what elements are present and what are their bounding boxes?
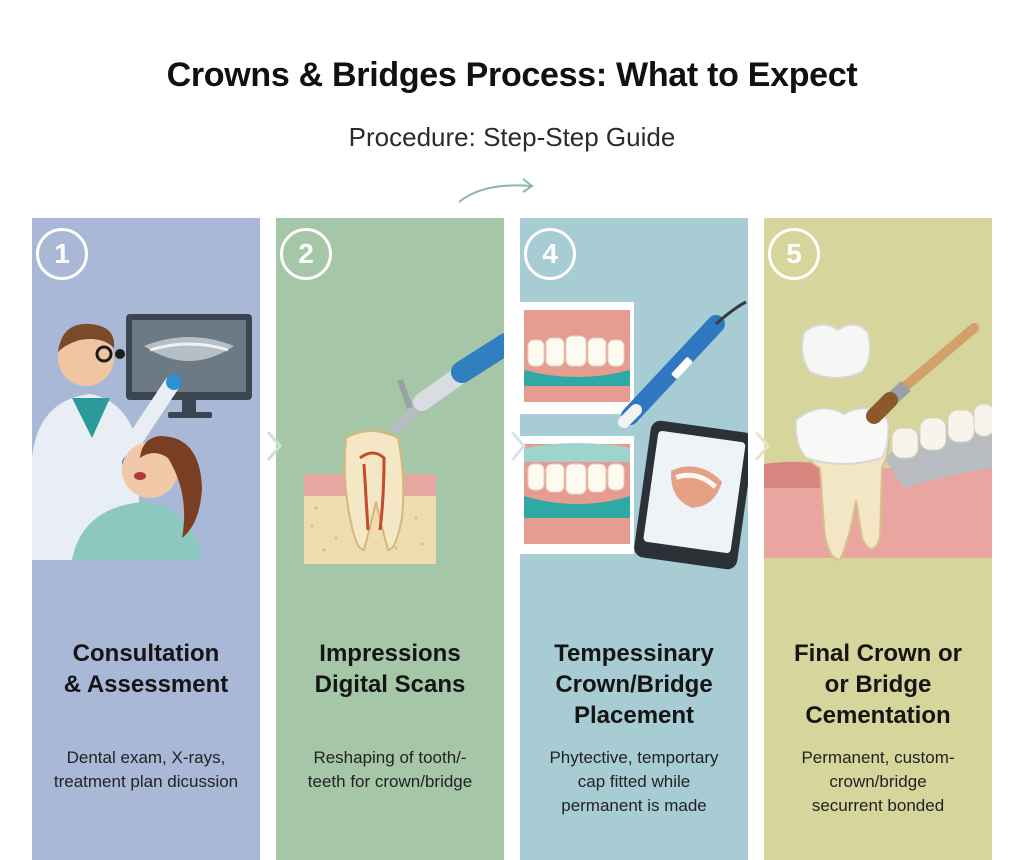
step-panel-3: 4 Tempessinary Crown/Bridg — [520, 218, 748, 860]
chevron-right-icon — [510, 431, 526, 461]
step-title-line: & Assessment — [63, 671, 229, 698]
step-title-line: Cementation — [805, 702, 951, 729]
tooth-drill-icon — [304, 333, 504, 564]
step-desc-line: teeth for crown/bridge — [307, 772, 473, 791]
step-title-line: Tempessinary — [554, 640, 714, 667]
final-crown-cementation-icon — [764, 323, 992, 562]
step-number-badge: 1 — [36, 228, 88, 280]
step-description: Dental exam, X-rays, treatment plan dicu… — [32, 746, 260, 794]
step-title-line: or Bridge — [824, 671, 932, 698]
step-desc-line: cap fitted while — [577, 772, 691, 791]
step-title-line: Crown/Bridge — [555, 671, 713, 698]
step-desc-line: permanent is made — [561, 796, 707, 815]
step-desc-line: securrent bonded — [811, 796, 945, 815]
step-panel-1: 1 Consultation & Assessment Dental exam,… — [32, 218, 260, 860]
step-description: Phytective, temportary cap fitted while … — [520, 746, 748, 818]
step-title-line: Final Crown or — [794, 640, 962, 667]
step-title: Consultation & Assessment — [32, 638, 260, 700]
temporary-crown-scan-icon — [520, 300, 748, 570]
curved-arrow-icon — [458, 178, 534, 203]
step-title: Tempessinary Crown/Bridge Placement — [520, 638, 748, 731]
step-title-line: Digital Scans — [314, 671, 466, 698]
step-title: Impressions Digital Scans — [276, 638, 504, 700]
dentist-xray-icon — [32, 314, 252, 560]
chevron-right-icon — [266, 431, 282, 461]
step-desc-line: treatment plan dicussion — [53, 772, 239, 791]
step-panel-4: 5 Final Crown or or Bridge Cementation P… — [764, 218, 992, 860]
step-desc-line: Dental exam, X-rays, — [66, 748, 226, 767]
step-number-badge: 5 — [768, 228, 820, 280]
step-desc-line: crown/bridge — [829, 772, 927, 791]
step-title-line: Consultation — [72, 640, 220, 667]
chevron-right-icon — [754, 431, 770, 461]
infographic-title: Crowns & Bridges Process: What to Expect — [166, 56, 858, 94]
infographic-subtitle: Procedure: Step-Step Guide — [348, 122, 676, 152]
step-number-badge: 4 — [524, 228, 576, 280]
step-title-line: Placement — [573, 702, 695, 729]
step-description: Permanent, custom- crown/bridge securren… — [764, 746, 992, 818]
step-title-line: Impressions — [319, 640, 461, 667]
step-description: Reshaping of tooth/- teeth for crown/bri… — [276, 746, 504, 794]
step-panel-2: 2 Impressions Digital Scans Reshaping of… — [276, 218, 504, 860]
step-number-badge: 2 — [280, 228, 332, 280]
step-title: Final Crown or or Bridge Cementation — [764, 638, 992, 731]
step-desc-line: Reshaping of tooth/- — [313, 748, 467, 767]
step-desc-line: Phytective, temportary — [549, 748, 719, 767]
step-desc-line: Permanent, custom- — [801, 748, 955, 767]
